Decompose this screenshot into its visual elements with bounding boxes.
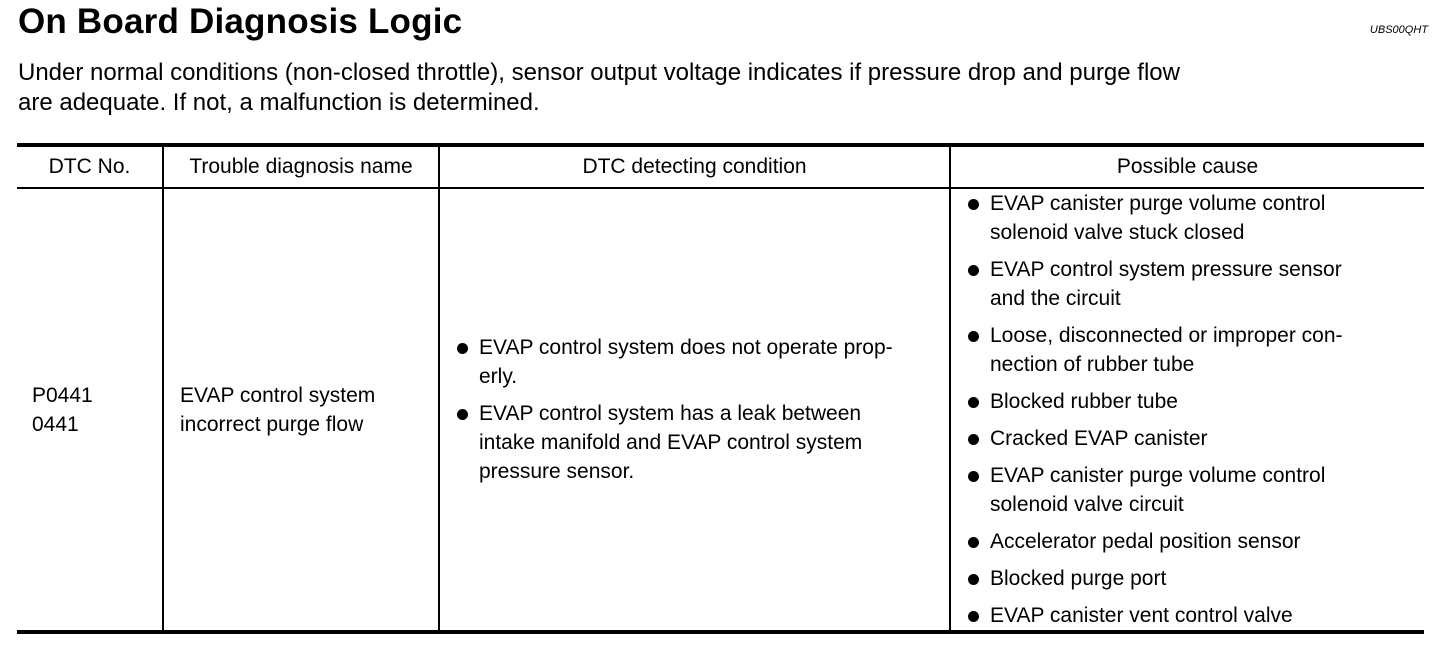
cause-item: EVAP canister vent control valve <box>951 601 1424 630</box>
cause-item: EVAP control system pressure sensor and … <box>951 255 1424 313</box>
cause-line: Loose, disconnected or improper con- <box>990 324 1343 347</box>
condition-line: pressure sensor. <box>479 460 635 483</box>
cause-line: and the circuit <box>990 287 1121 310</box>
cause-item: Accelerator pedal position sensor <box>951 527 1424 556</box>
cause-line: Blocked rubber tube <box>990 390 1178 413</box>
diagnosis-name-line: incorrect purge flow <box>180 412 364 436</box>
condition-item: EVAP control system has a leak between i… <box>440 399 949 486</box>
header-dtc-detecting-condition: DTC detecting condition <box>438 143 950 189</box>
intro-line: Under normal conditions (non-closed thro… <box>18 59 1180 86</box>
cause-line: EVAP canister purge volume control <box>990 464 1326 487</box>
cause-line: EVAP canister purge volume control <box>990 192 1326 215</box>
cause-item: EVAP canister purge volume control solen… <box>951 461 1424 519</box>
cause-item: EVAP canister purge volume control solen… <box>951 189 1424 247</box>
dtc-number-line: P0441 <box>32 383 93 407</box>
condition-item: EVAP control system does not operate pro… <box>440 333 949 391</box>
document-code: UBS00QHT <box>1369 24 1428 36</box>
cause-line: Blocked purge port <box>990 567 1167 590</box>
dtc-number-cell: P0441 0441 <box>17 188 163 634</box>
intro-line: are adequate. If not, a malfunction is d… <box>18 89 540 116</box>
cause-line: solenoid valve circuit <box>990 493 1184 516</box>
page-title: On Board Diagnosis Logic <box>18 2 463 41</box>
diagnosis-name-cell: EVAP control system incorrect purge flow <box>162 188 439 634</box>
dtc-table: DTC No. Trouble diagnosis name DTC detec… <box>17 143 1424 634</box>
intro-paragraph: Under normal conditions (non-closed thro… <box>18 58 1438 118</box>
condition-list: EVAP control system does not operate pro… <box>440 333 949 486</box>
cause-line: EVAP canister vent control valve <box>990 604 1293 627</box>
dtc-number-line: 0441 <box>32 412 79 436</box>
cause-line: solenoid valve stuck closed <box>990 221 1245 244</box>
header-trouble-diagnosis-name: Trouble diagnosis name <box>162 143 439 189</box>
table-row: P0441 0441 EVAP control system incorrect… <box>17 188 1424 634</box>
header-possible-cause: Possible cause <box>949 143 1424 189</box>
cause-item: Blocked rubber tube <box>951 387 1424 416</box>
condition-line: EVAP control system does not operate pro… <box>479 336 893 359</box>
cause-line: nection of rubber tube <box>990 353 1195 376</box>
cause-line: Cracked EVAP canister <box>990 427 1208 450</box>
possible-cause-cell: EVAP canister purge volume control solen… <box>949 188 1424 634</box>
cause-item: Blocked purge port <box>951 564 1424 593</box>
diagnosis-name-line: EVAP control system <box>180 383 376 407</box>
condition-line: erly. <box>479 365 518 388</box>
condition-line: EVAP control system has a leak between <box>479 402 862 425</box>
cause-list: EVAP canister purge volume control solen… <box>951 189 1424 630</box>
cause-item: Cracked EVAP canister <box>951 424 1424 453</box>
detecting-condition-cell: EVAP control system does not operate pro… <box>438 188 950 634</box>
table-header-row: DTC No. Trouble diagnosis name DTC detec… <box>17 143 1424 189</box>
cause-line: Accelerator pedal position sensor <box>990 530 1301 553</box>
header-dtc-no: DTC No. <box>17 143 163 189</box>
cause-item: Loose, disconnected or improper con- nec… <box>951 321 1424 379</box>
cause-line: EVAP control system pressure sensor <box>990 258 1342 281</box>
condition-line: intake manifold and EVAP control system <box>479 431 863 454</box>
